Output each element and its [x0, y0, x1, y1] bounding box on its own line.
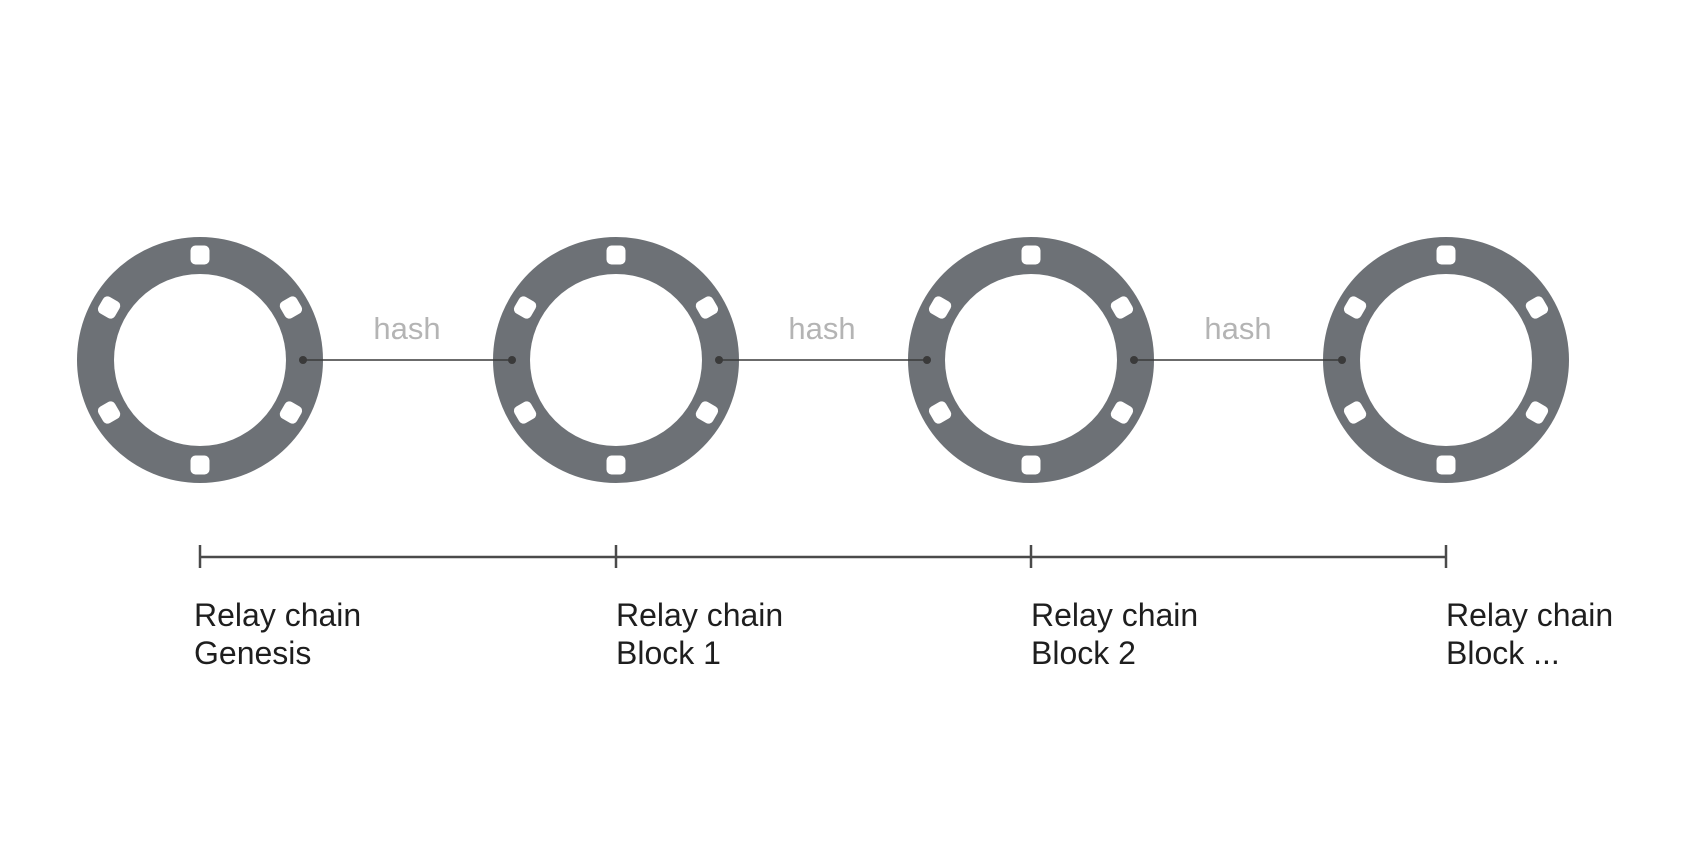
block-label-line2: Block 1 — [616, 635, 721, 671]
block-label-genesis: Relay chain Genesis — [194, 596, 361, 672]
hash-link-0-1: hash — [299, 311, 516, 364]
block-ring-genesis — [77, 237, 323, 483]
block-label-line2: Genesis — [194, 635, 312, 671]
block-label-line2: Block ... — [1446, 635, 1560, 671]
hash-label: hash — [373, 311, 440, 346]
block-label-line1: Relay chain — [194, 597, 362, 633]
hash-link-end-dot — [508, 356, 516, 364]
hash-link-2-n: hash — [1130, 311, 1346, 364]
hash-link-start-dot — [299, 356, 307, 364]
block-label-n: Relay chain Block ... — [1446, 596, 1613, 672]
block-ring-n — [1323, 237, 1569, 483]
block-label-1: Relay chain Block 1 — [616, 596, 783, 672]
block-label-2: Relay chain Block 2 — [1031, 596, 1198, 672]
hash-label: hash — [788, 311, 855, 346]
block-label-line1: Relay chain — [1031, 597, 1199, 633]
block-ring-2 — [908, 237, 1154, 483]
timeline — [198, 545, 1448, 568]
block-ring-1 — [493, 237, 739, 483]
hash-link-1-2: hash — [715, 311, 931, 364]
hash-label: hash — [1204, 311, 1271, 346]
hash-link-start-dot — [1130, 356, 1138, 364]
block-label-line1: Relay chain — [1446, 597, 1614, 633]
hash-link-start-dot — [715, 356, 723, 364]
hash-link-end-dot — [1338, 356, 1346, 364]
block-label-line2: Block 2 — [1031, 635, 1136, 671]
block-label-line1: Relay chain — [616, 597, 784, 633]
hash-link-end-dot — [923, 356, 931, 364]
